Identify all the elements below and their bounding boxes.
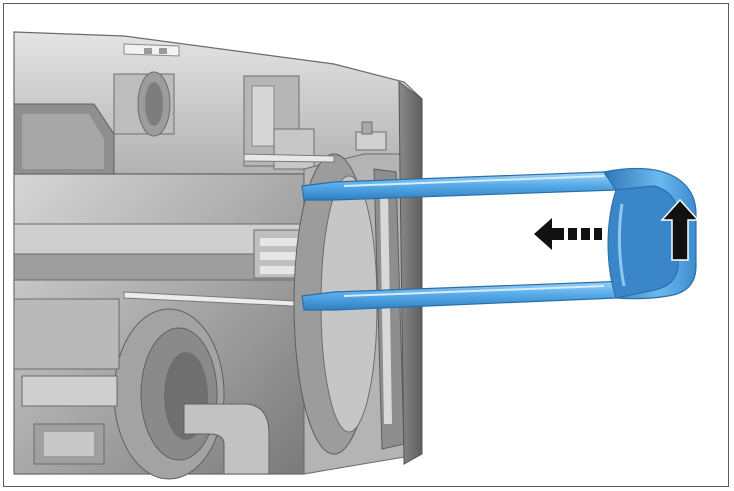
lower-duct xyxy=(113,308,270,480)
top-connector xyxy=(355,121,387,151)
tool-inner-highlight xyxy=(617,203,626,287)
housing-right-edge xyxy=(398,81,423,465)
upper-link-rod xyxy=(243,153,335,163)
up-arrow-icon xyxy=(660,198,700,261)
dashed-left-arrow-icon xyxy=(534,218,602,250)
upper-bracket xyxy=(243,75,315,170)
illustration-frame xyxy=(3,3,729,487)
upper-pipe xyxy=(113,71,175,137)
tool-inner-face xyxy=(607,185,679,299)
housing-assembly xyxy=(13,31,423,480)
tool-lower-highlight xyxy=(343,285,605,297)
tool-upper-highlight xyxy=(343,175,605,187)
ridge-slot xyxy=(144,48,167,54)
assembly-illustration xyxy=(13,31,700,480)
side-recess xyxy=(13,103,115,175)
u-shaped-tool xyxy=(301,167,697,311)
housing-rail xyxy=(13,223,315,281)
lower-left-panels xyxy=(13,298,120,465)
